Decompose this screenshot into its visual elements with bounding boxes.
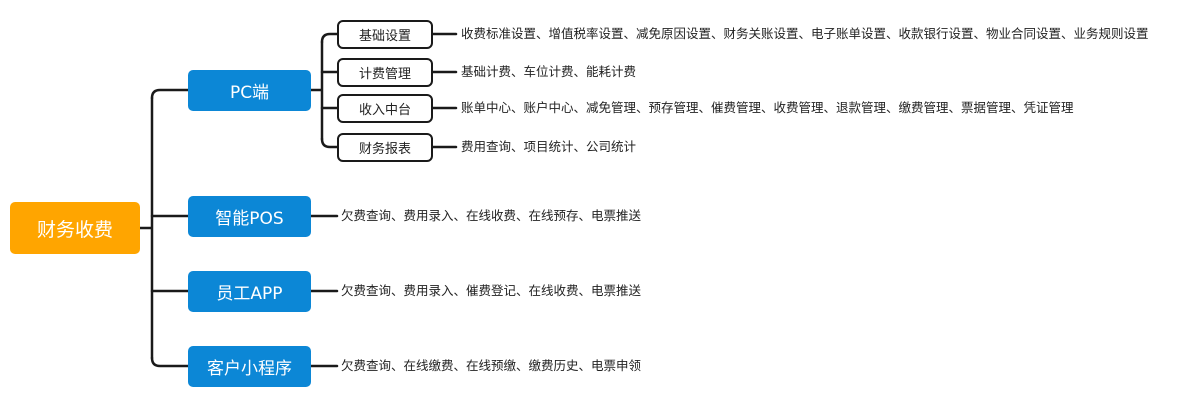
connector-pc-report — [320, 137, 339, 149]
pc-child-basic-settings[interactable]: 基础设置 — [337, 20, 433, 49]
leaf-customer-miniprogram-items: 欠费查询、在线缴费、在线预缴、缴费历史、电票申领 — [341, 358, 642, 373]
root-node-finance-billing[interactable]: 财务收费 — [10, 202, 140, 254]
pc-child-income-center[interactable]: 收入中台 — [337, 94, 433, 123]
connector-root-mini — [150, 356, 190, 368]
branch-smart-pos[interactable]: 智能POS — [188, 196, 311, 237]
connector-pc-spine — [309, 40, 324, 141]
leaf-income-center-items: 账单中心、账户中心、减免管理、预存管理、催费管理、收费管理、退款管理、缴费管理、… — [461, 100, 1074, 115]
connector-pc-basic — [320, 32, 339, 44]
leaf-basic-settings-items: 收费标准设置、增值税率设置、减免原因设置、财务关账设置、电子账单设置、收款银行设… — [461, 26, 1149, 41]
leaf-financial-reports-items: 费用查询、项目统计、公司统计 — [461, 139, 637, 154]
connector-root-pc — [150, 88, 190, 100]
pc-child-billing-management[interactable]: 计费管理 — [337, 58, 433, 87]
connector-root-spine — [138, 96, 154, 360]
pc-child-financial-reports[interactable]: 财务报表 — [337, 133, 433, 162]
branch-pc[interactable]: PC端 — [188, 70, 311, 111]
branch-staff-app[interactable]: 员工APP — [188, 271, 311, 312]
leaf-smart-pos-items: 欠费查询、费用录入、在线收费、在线预存、电票推送 — [341, 208, 642, 223]
leaf-billing-management-items: 基础计费、车位计费、能耗计费 — [461, 64, 637, 79]
branch-customer-miniprogram[interactable]: 客户小程序 — [188, 346, 311, 387]
leaf-staff-app-items: 欠费查询、费用录入、催费登记、在线收费、电票推送 — [341, 283, 642, 298]
